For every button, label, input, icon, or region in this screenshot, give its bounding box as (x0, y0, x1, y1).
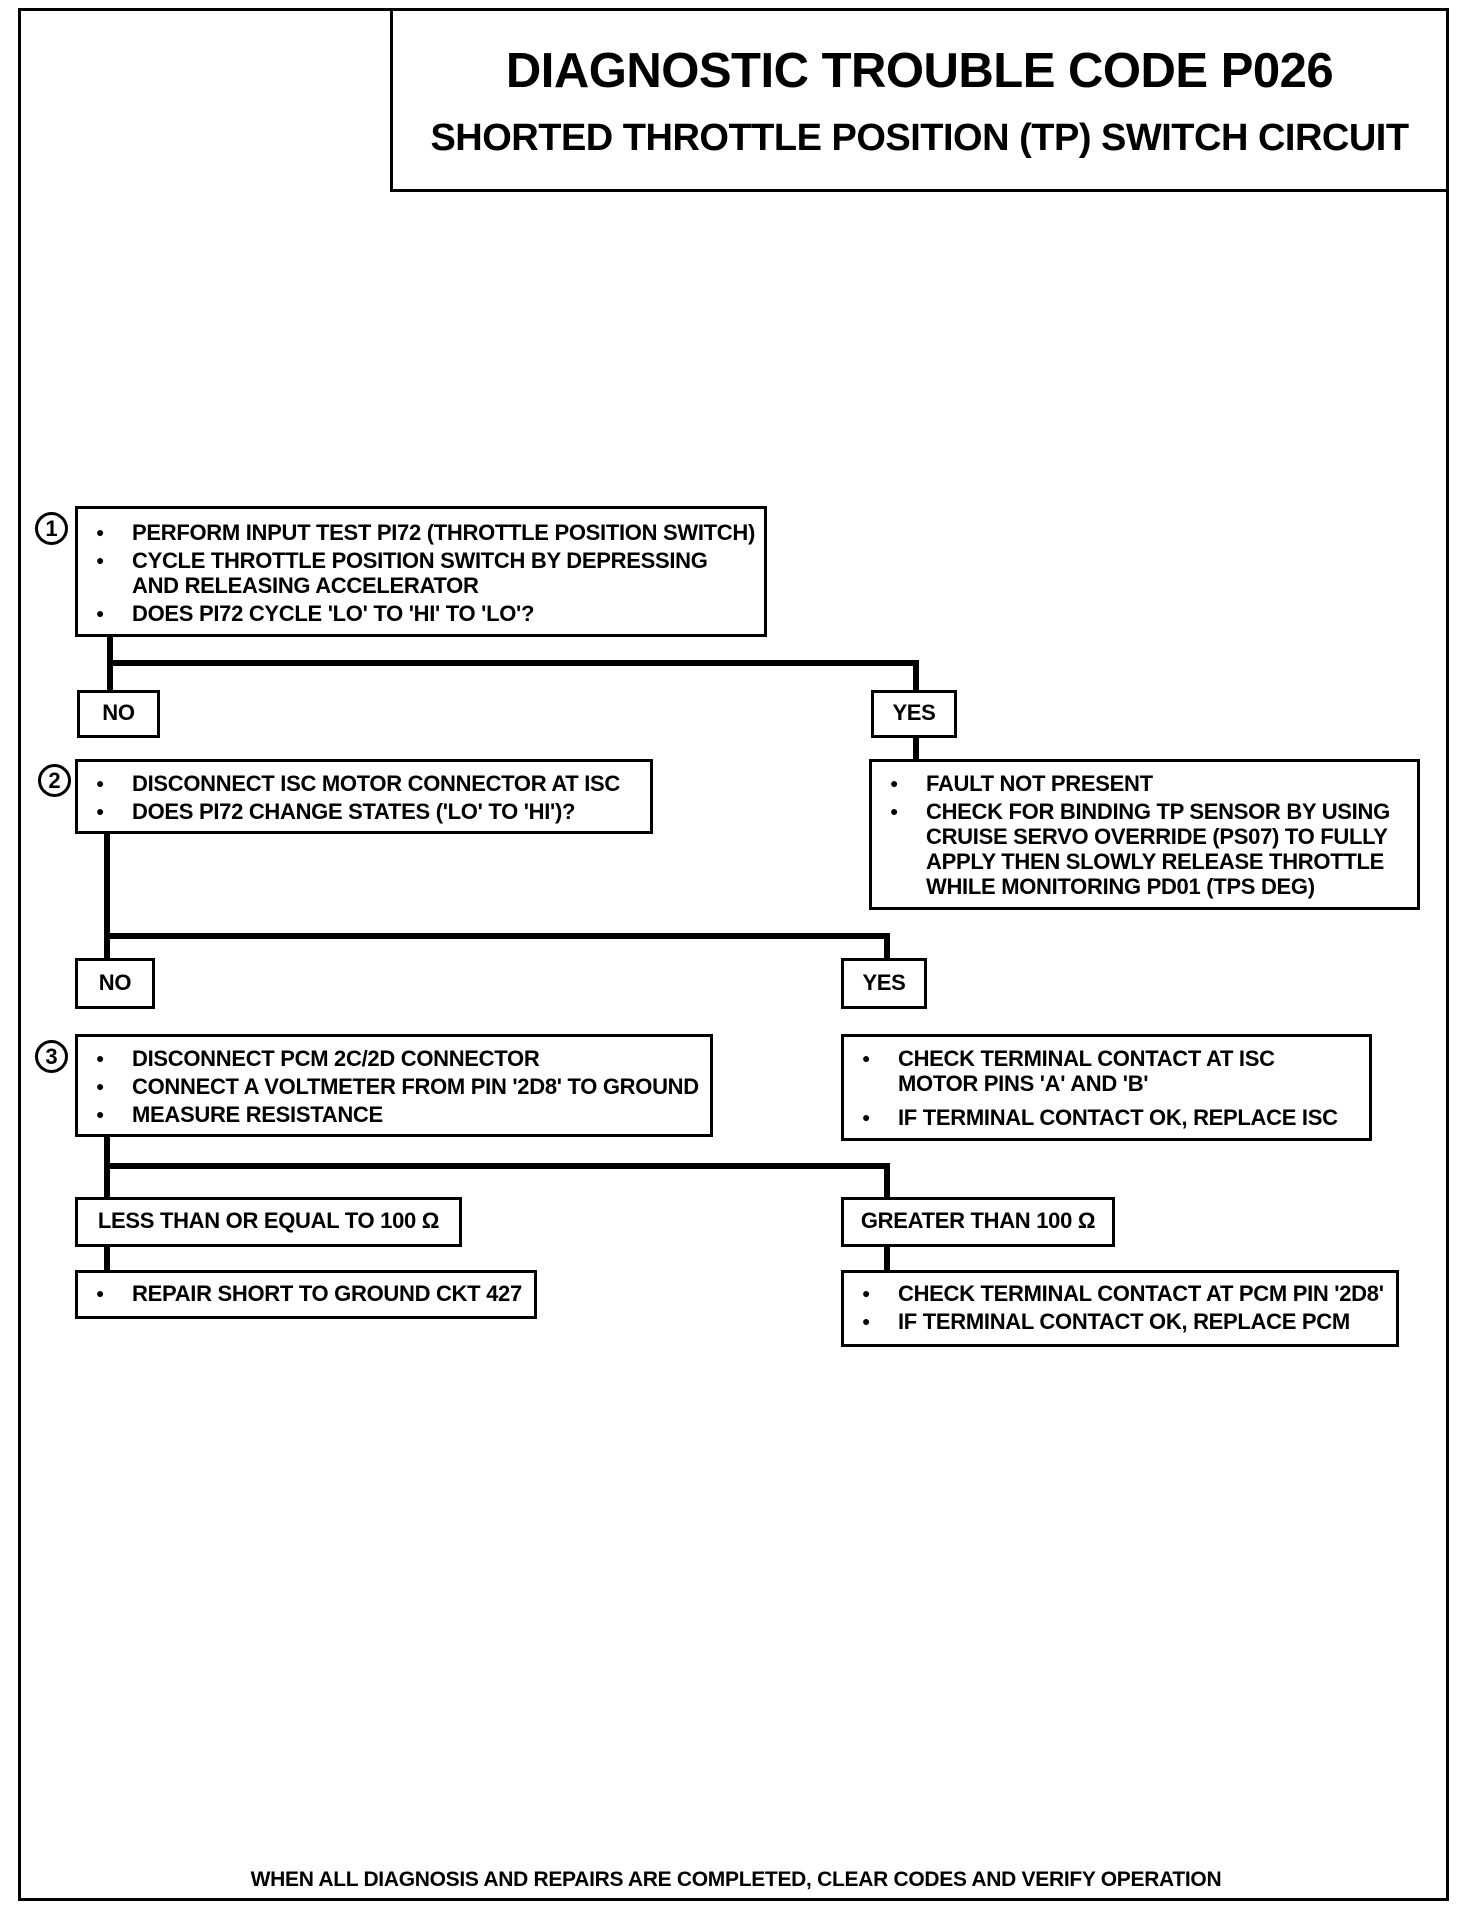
page-title: DIAGNOSTIC TROUBLE CODE P026 (505, 44, 1334, 98)
connector-line (104, 933, 890, 939)
connector-line (104, 1163, 890, 1169)
result-2-yes-box: CHECK TERMINAL CONTACT AT ISC MOTOR PINS… (841, 1034, 1372, 1141)
result-1-yes-item: FAULT NOT PRESENT (872, 771, 1417, 796)
step-1-item: DOES PI72 CYCLE 'LO' TO 'HI' TO 'LO'? (78, 601, 764, 626)
result-3-gt-item: CHECK TERMINAL CONTACT AT PCM PIN '2D8' (844, 1281, 1396, 1306)
step-3-box: DISCONNECT PCM 2C/2D CONNECTOR CONNECT A… (75, 1034, 713, 1137)
result-1-yes-item: CHECK FOR BINDING TP SENSOR BY USING CRU… (872, 799, 1417, 899)
branch-3-less-equal: LESS THAN OR EQUAL TO 100 Ω (75, 1197, 462, 1247)
step-2-item: DISCONNECT ISC MOTOR CONNECTOR AT ISC (78, 771, 650, 796)
connector-line (104, 828, 110, 961)
connector-line (913, 735, 919, 759)
step-2-box: DISCONNECT ISC MOTOR CONNECTOR AT ISC DO… (75, 759, 653, 834)
step-3-item: DISCONNECT PCM 2C/2D CONNECTOR (78, 1046, 710, 1071)
footer-note: WHEN ALL DIAGNOSIS AND REPAIRS ARE COMPL… (250, 1868, 1222, 1891)
step-2-marker: 2 (38, 764, 71, 797)
result-2-yes-item: IF TERMINAL CONTACT OK, REPLACE ISC (844, 1105, 1369, 1130)
result-2-yes-item: CHECK TERMINAL CONTACT AT ISC MOTOR PINS… (844, 1046, 1369, 1096)
branch-1-no: NO (77, 690, 160, 738)
step-3-item: MEASURE RESISTANCE (78, 1102, 710, 1127)
title-box: DIAGNOSTIC TROUBLE CODE P026 SHORTED THR… (390, 8, 1449, 192)
branch-3-greater: GREATER THAN 100 Ω (841, 1197, 1115, 1247)
branch-1-yes: YES (871, 690, 957, 738)
connector-line (884, 1244, 890, 1272)
step-1-marker: 1 (35, 512, 68, 545)
step-1-item: CYCLE THROTTLE POSITION SWITCH BY DEPRES… (78, 548, 764, 598)
connector-line (884, 1163, 890, 1197)
connector-line (913, 660, 919, 690)
connector-line (884, 933, 890, 958)
page-frame (18, 8, 1449, 1901)
branch-2-yes: YES (841, 958, 927, 1009)
connector-line (107, 660, 919, 666)
step-3-marker: 3 (35, 1040, 68, 1073)
result-1-yes-box: FAULT NOT PRESENT CHECK FOR BINDING TP S… (869, 759, 1420, 910)
step-2-item: DOES PI72 CHANGE STATES ('LO' TO 'HI')? (78, 799, 650, 824)
result-3-le-item: REPAIR SHORT TO GROUND CKT 427 (78, 1281, 534, 1306)
step-3-item: CONNECT A VOLTMETER FROM PIN '2D8' TO GR… (78, 1074, 710, 1099)
connector-line (104, 1244, 110, 1272)
page-subtitle: SHORTED THROTTLE POSITION (TP) SWITCH CI… (430, 117, 1409, 159)
branch-2-no: NO (75, 958, 155, 1009)
step-1-box: PERFORM INPUT TEST PI72 (THROTTLE POSITI… (75, 506, 767, 637)
step-1-item: PERFORM INPUT TEST PI72 (THROTTLE POSITI… (78, 520, 764, 545)
result-3-greater-box: CHECK TERMINAL CONTACT AT PCM PIN '2D8' … (841, 1270, 1399, 1347)
result-3-gt-item: IF TERMINAL CONTACT OK, REPLACE PCM (844, 1309, 1396, 1334)
result-3-less-equal-box: REPAIR SHORT TO GROUND CKT 427 (75, 1270, 537, 1319)
